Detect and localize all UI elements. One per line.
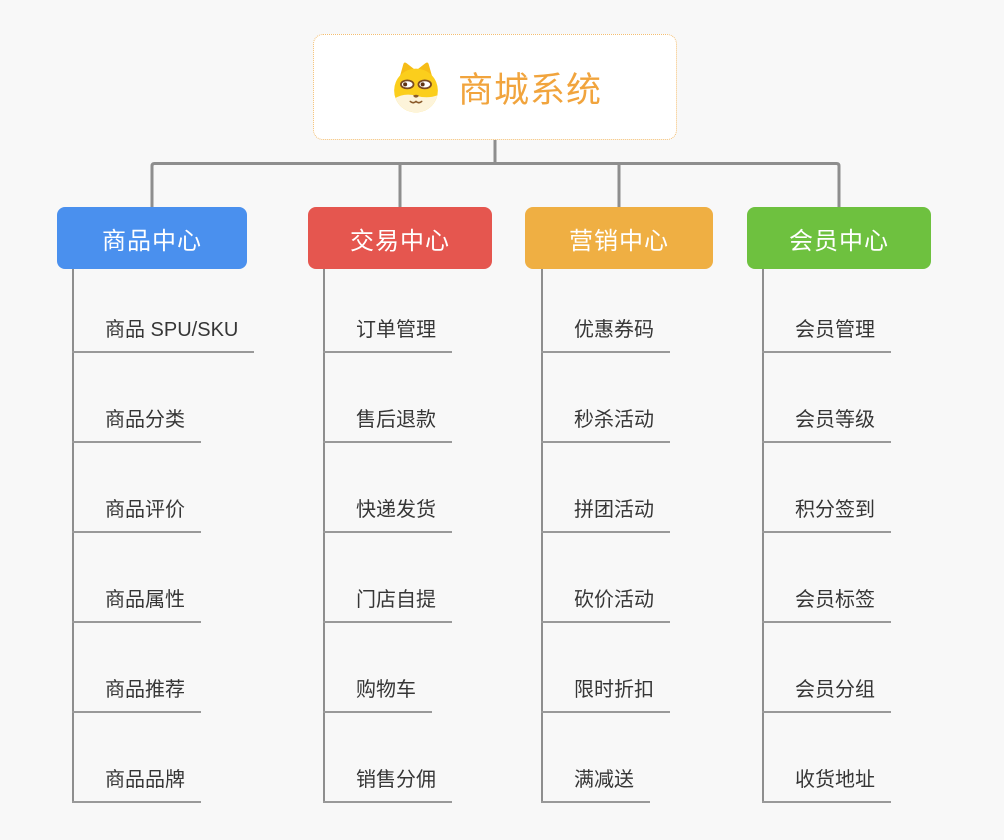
leaf-label[interactable]: 商品品牌	[72, 763, 201, 803]
leaf-label[interactable]: 积分签到	[762, 493, 891, 533]
leaf-label[interactable]: 会员分组	[762, 673, 891, 713]
leaf-label[interactable]: 商品 SPU/SKU	[72, 313, 255, 353]
leaf-item: 满减送	[541, 713, 670, 803]
leaf-label[interactable]: 销售分佣	[323, 763, 452, 803]
leaf-item: 会员标签	[762, 533, 891, 623]
leaf-label[interactable]: 优惠券码	[541, 313, 670, 353]
leaf-label[interactable]: 商品评价	[72, 493, 201, 533]
branch-label: 会员中心	[789, 227, 889, 255]
leaf-label[interactable]: 快递发货	[323, 493, 452, 533]
leaf-item: 商品分类	[72, 353, 254, 443]
root-node[interactable]: 商城系统	[313, 34, 677, 140]
root-title: 商城系统	[457, 70, 602, 110]
leaf-item: 订单管理	[323, 269, 452, 353]
leaf-label[interactable]: 售后退款	[323, 403, 452, 443]
leaf-label[interactable]: 门店自提	[323, 583, 452, 623]
leaf-item: 门店自提	[323, 533, 452, 623]
leaf-column-marketing: 优惠券码 秒杀活动 拼团活动 砍价活动 限时折扣 满减送	[541, 269, 670, 803]
leaf-label[interactable]: 购物车	[323, 673, 432, 713]
branch-node-trade-center[interactable]: 交易中心	[308, 207, 492, 269]
leaf-label[interactable]: 拼团活动	[541, 493, 670, 533]
leaf-label[interactable]: 会员等级	[762, 403, 891, 443]
branch-bus-connector	[150, 162, 841, 207]
dog-icon	[394, 62, 438, 113]
leaf-item: 商品推荐	[72, 623, 254, 713]
leaf-item: 商品评价	[72, 443, 254, 533]
leaf-item: 会员分组	[762, 623, 891, 713]
branch-label: 营销中心	[569, 227, 669, 255]
branch-node-member-center[interactable]: 会员中心	[747, 207, 931, 269]
leaf-item: 商品 SPU/SKU	[72, 269, 255, 353]
leaf-label[interactable]: 商品推荐	[72, 673, 201, 713]
leaf-column-trade: 订单管理 售后退款 快递发货 门店自提 购物车 销售分佣	[323, 269, 452, 803]
leaf-item: 积分签到	[762, 443, 891, 533]
leaf-item: 快递发货	[323, 443, 452, 533]
leaf-label[interactable]: 会员管理	[762, 313, 891, 353]
leaf-label[interactable]: 商品属性	[72, 583, 201, 623]
leaf-item: 购物车	[323, 623, 452, 713]
leaf-label[interactable]: 满减送	[541, 763, 650, 803]
branch-node-product-center[interactable]: 商品中心	[57, 207, 247, 269]
leaf-column-product: 商品 SPU/SKU 商品分类 商品评价 商品属性 商品推荐 商品品牌	[72, 269, 255, 803]
leaf-item: 会员管理	[762, 269, 891, 353]
leaf-item: 限时折扣	[541, 623, 670, 713]
leaf-label[interactable]: 秒杀活动	[541, 403, 670, 443]
leaf-label[interactable]: 收货地址	[762, 763, 891, 803]
leaf-item: 拼团活动	[541, 443, 670, 533]
leaf-item: 商品品牌	[72, 713, 254, 803]
leaf-label[interactable]: 订单管理	[323, 313, 452, 353]
leaf-column-member: 会员管理 会员等级 积分签到 会员标签 会员分组 收货地址	[762, 269, 891, 803]
leaf-item: 销售分佣	[323, 713, 452, 803]
leaf-item: 秒杀活动	[541, 353, 670, 443]
leaf-label[interactable]: 砍价活动	[541, 583, 670, 623]
leaf-label[interactable]: 会员标签	[762, 583, 891, 623]
branch-label: 交易中心	[350, 227, 450, 255]
branch-label: 商品中心	[102, 227, 202, 255]
branch-node-marketing-center[interactable]: 营销中心	[525, 207, 713, 269]
leaf-item: 售后退款	[323, 353, 452, 443]
leaf-item: 会员等级	[762, 353, 891, 443]
leaf-label[interactable]: 限时折扣	[541, 673, 670, 713]
leaf-label[interactable]: 商品分类	[72, 403, 201, 443]
leaf-item: 收货地址	[762, 713, 891, 803]
leaf-item: 优惠券码	[541, 269, 670, 353]
leaf-item: 商品属性	[72, 533, 254, 623]
leaf-item: 砍价活动	[541, 533, 670, 623]
